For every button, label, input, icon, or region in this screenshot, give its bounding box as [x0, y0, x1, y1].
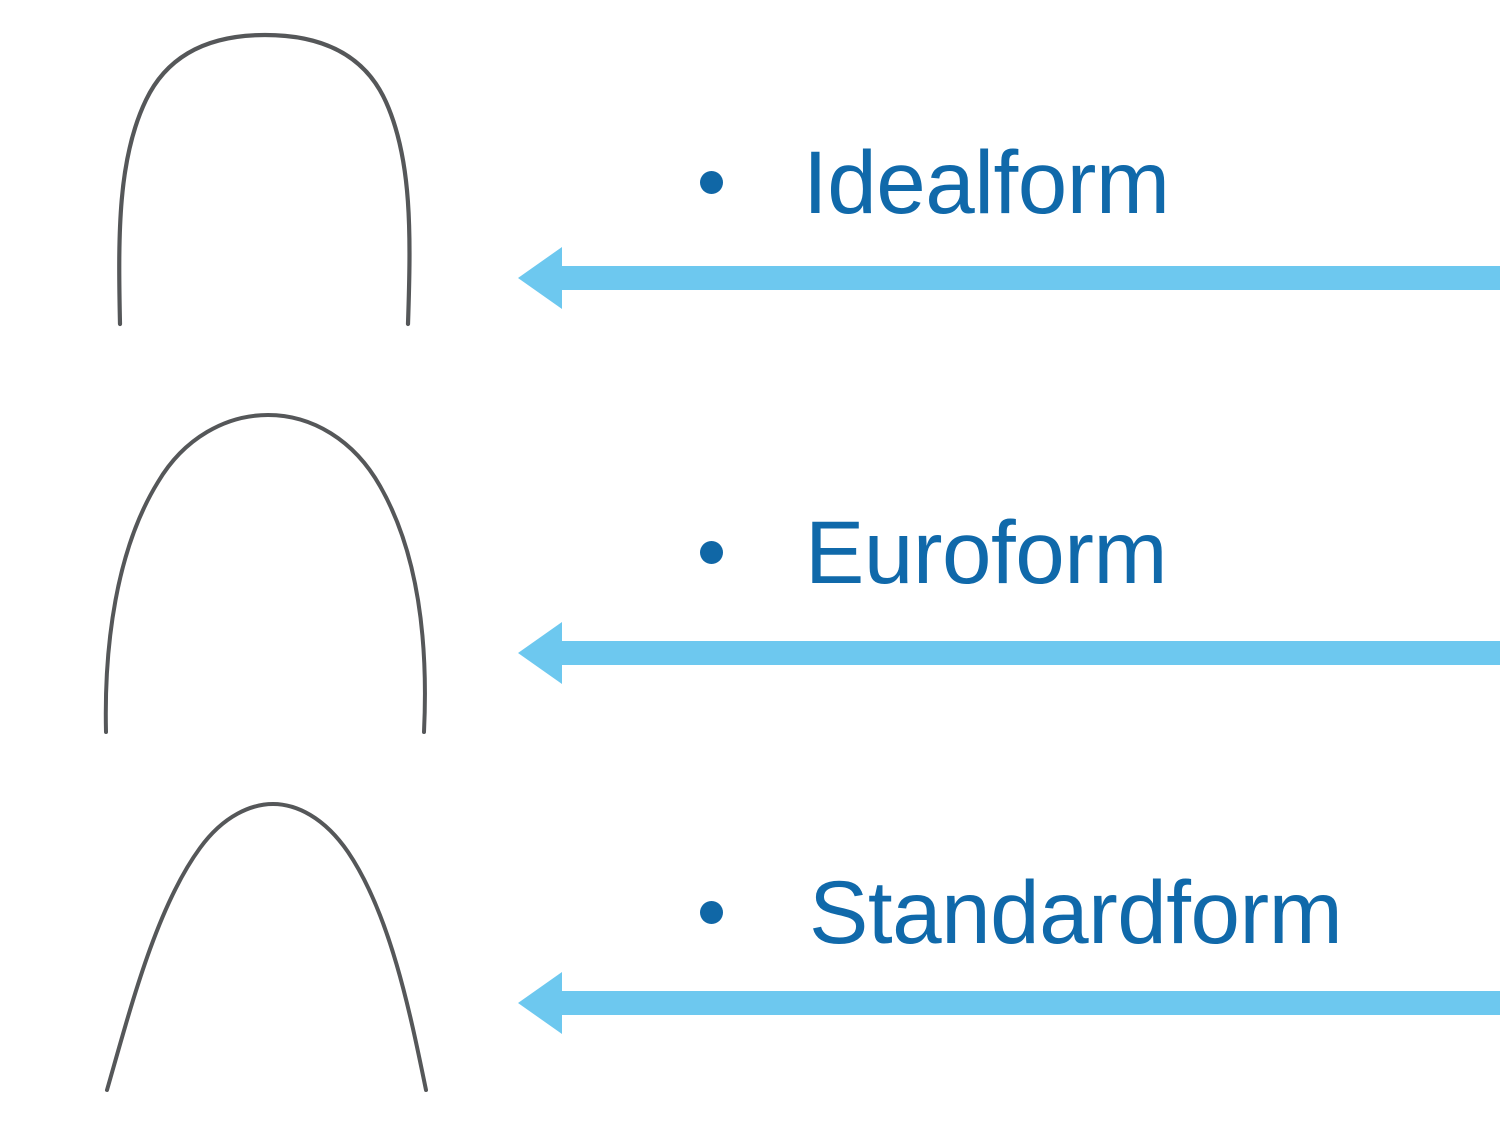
standardform-archwire	[60, 790, 480, 1100]
idealform-arrow	[516, 241, 1500, 315]
bullet-item-standardform: Standardform	[700, 861, 1343, 962]
standardform-archwire-svg	[105, 801, 428, 1092]
bullet-label-euroform: Euroform	[805, 501, 1168, 602]
bullet-item-euroform: Euroform	[700, 501, 1168, 602]
euroform-archwire	[60, 400, 480, 745]
left-arrow-icon	[518, 622, 1500, 684]
euroform-archwire-svg	[103, 412, 427, 734]
left-arrow-icon	[518, 972, 1500, 1034]
standardform-arrow	[516, 966, 1500, 1040]
bullet-label-idealform: Idealform	[803, 131, 1170, 232]
bullet-item-idealform: Idealform	[700, 132, 1170, 232]
left-arrow-icon	[518, 247, 1500, 309]
idealform-archwire-svg	[117, 32, 412, 327]
bullet-dot-icon	[700, 170, 723, 194]
bullet-dot-icon	[700, 540, 723, 564]
bullet-dot-icon	[700, 900, 723, 924]
bullet-label-standardform: Standardform	[809, 861, 1343, 962]
euroform-arrow	[516, 616, 1500, 690]
idealform-archwire	[60, 18, 480, 338]
